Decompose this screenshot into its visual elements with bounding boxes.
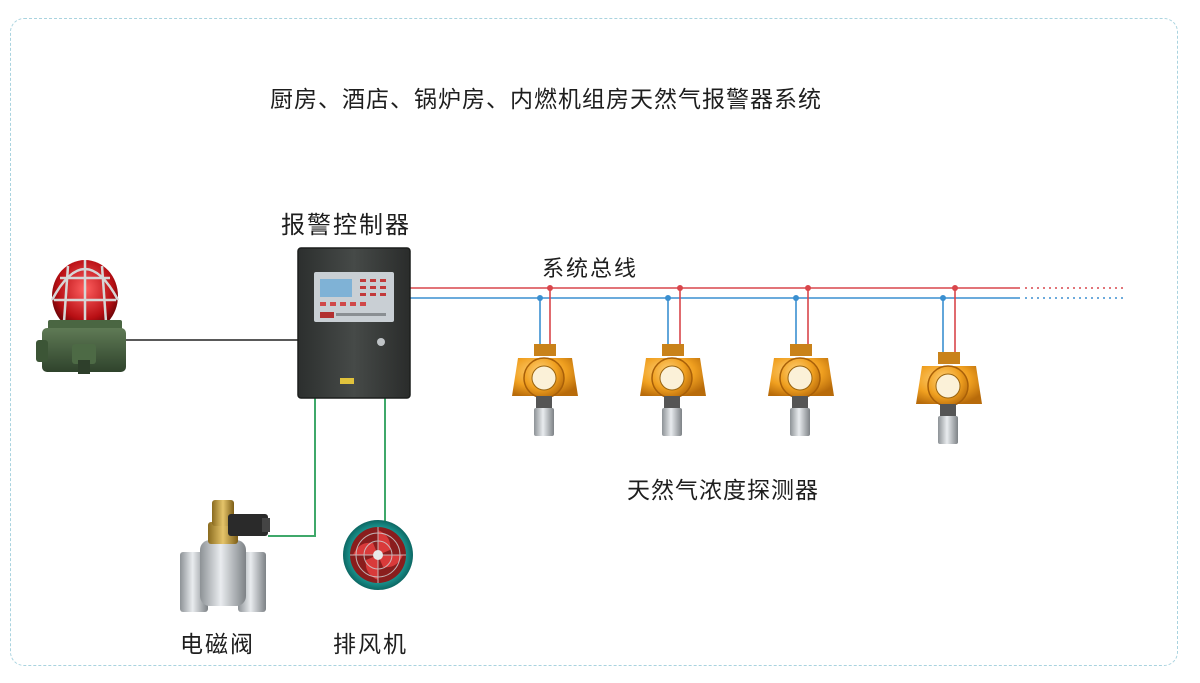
gas-detector-icon <box>916 352 982 444</box>
diagram-title: 厨房、酒店、锅炉房、内燃机组房天然气报警器系统 <box>270 87 822 113</box>
diagram-frame <box>10 18 1178 666</box>
alarm-strobe-icon <box>36 260 126 374</box>
exhaust-fan-icon <box>343 520 413 590</box>
detector-taps <box>537 285 958 362</box>
bus-label: 系统总线 <box>542 257 639 282</box>
valve-label: 电磁阀 <box>180 632 255 658</box>
gas-detector-icon <box>512 344 578 436</box>
alarm-controller-icon <box>297 247 411 399</box>
valve-wire <box>268 393 316 537</box>
controller-label: 报警控制器 <box>281 211 411 239</box>
gas-detector-icon <box>640 344 706 436</box>
fan-label: 排风机 <box>333 632 408 658</box>
gas-detector-icon <box>768 344 834 436</box>
detectors-label: 天然气浓度探测器 <box>627 478 819 504</box>
solenoid-valve-icon <box>180 500 270 612</box>
